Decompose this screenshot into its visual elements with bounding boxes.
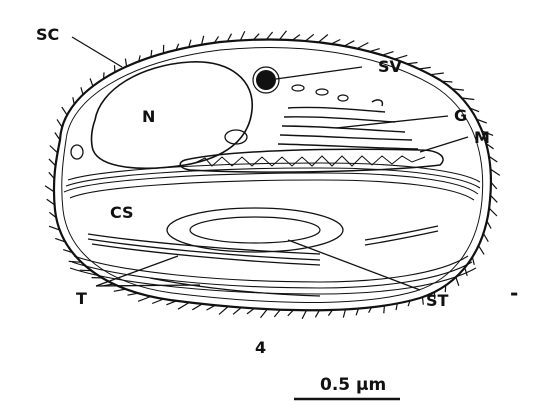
surface-spine	[261, 309, 268, 318]
mitochondrion	[180, 149, 443, 172]
surface-spine	[266, 32, 272, 40]
leader-g	[336, 116, 448, 128]
leader-sv	[276, 67, 362, 79]
label-sv: SV	[378, 57, 403, 76]
surface-spine	[319, 35, 328, 43]
label-t: T	[76, 289, 87, 308]
surface-spine	[45, 186, 54, 192]
label-m: M	[474, 128, 490, 147]
surface-spine	[49, 159, 56, 166]
surface-spine	[274, 310, 280, 317]
golgi-apparatus	[278, 100, 418, 149]
leader-sc	[72, 37, 122, 67]
surface-spine	[240, 31, 244, 40]
surface-spine	[489, 208, 497, 216]
central-structure-inner	[190, 217, 320, 243]
vesicle	[316, 89, 328, 95]
vesicle	[292, 85, 304, 91]
surface-spine	[456, 277, 459, 286]
scale-bar-label: 0.5 µm	[320, 375, 386, 395]
surface-spine	[343, 309, 345, 317]
surface-spine	[178, 302, 189, 309]
leader-t2	[96, 285, 200, 286]
label-cs: CS	[110, 203, 134, 222]
central-structure-outer	[167, 208, 343, 252]
secretory-vesicle	[256, 70, 276, 90]
surface-spine	[90, 78, 93, 86]
surface-spine	[357, 43, 368, 49]
surface-spine	[50, 146, 58, 153]
vesicle	[71, 145, 83, 159]
surface-spine	[280, 31, 287, 40]
surface-spine	[479, 246, 485, 255]
vesicle	[225, 130, 247, 144]
leader-m	[420, 137, 468, 152]
surface-spine	[344, 41, 354, 46]
label-sc: SC	[36, 25, 59, 44]
surface-spine	[431, 73, 444, 75]
label-st: ST	[426, 291, 449, 310]
surface-spine	[219, 306, 228, 314]
surface-spine	[138, 297, 151, 302]
minus-mark: -	[510, 281, 518, 305]
surface-spine	[302, 310, 306, 319]
label-g: G	[454, 106, 467, 125]
label-n: N	[142, 107, 155, 126]
figure-number: 4	[255, 338, 266, 357]
nucleus	[92, 62, 253, 168]
vesicle	[338, 95, 348, 101]
